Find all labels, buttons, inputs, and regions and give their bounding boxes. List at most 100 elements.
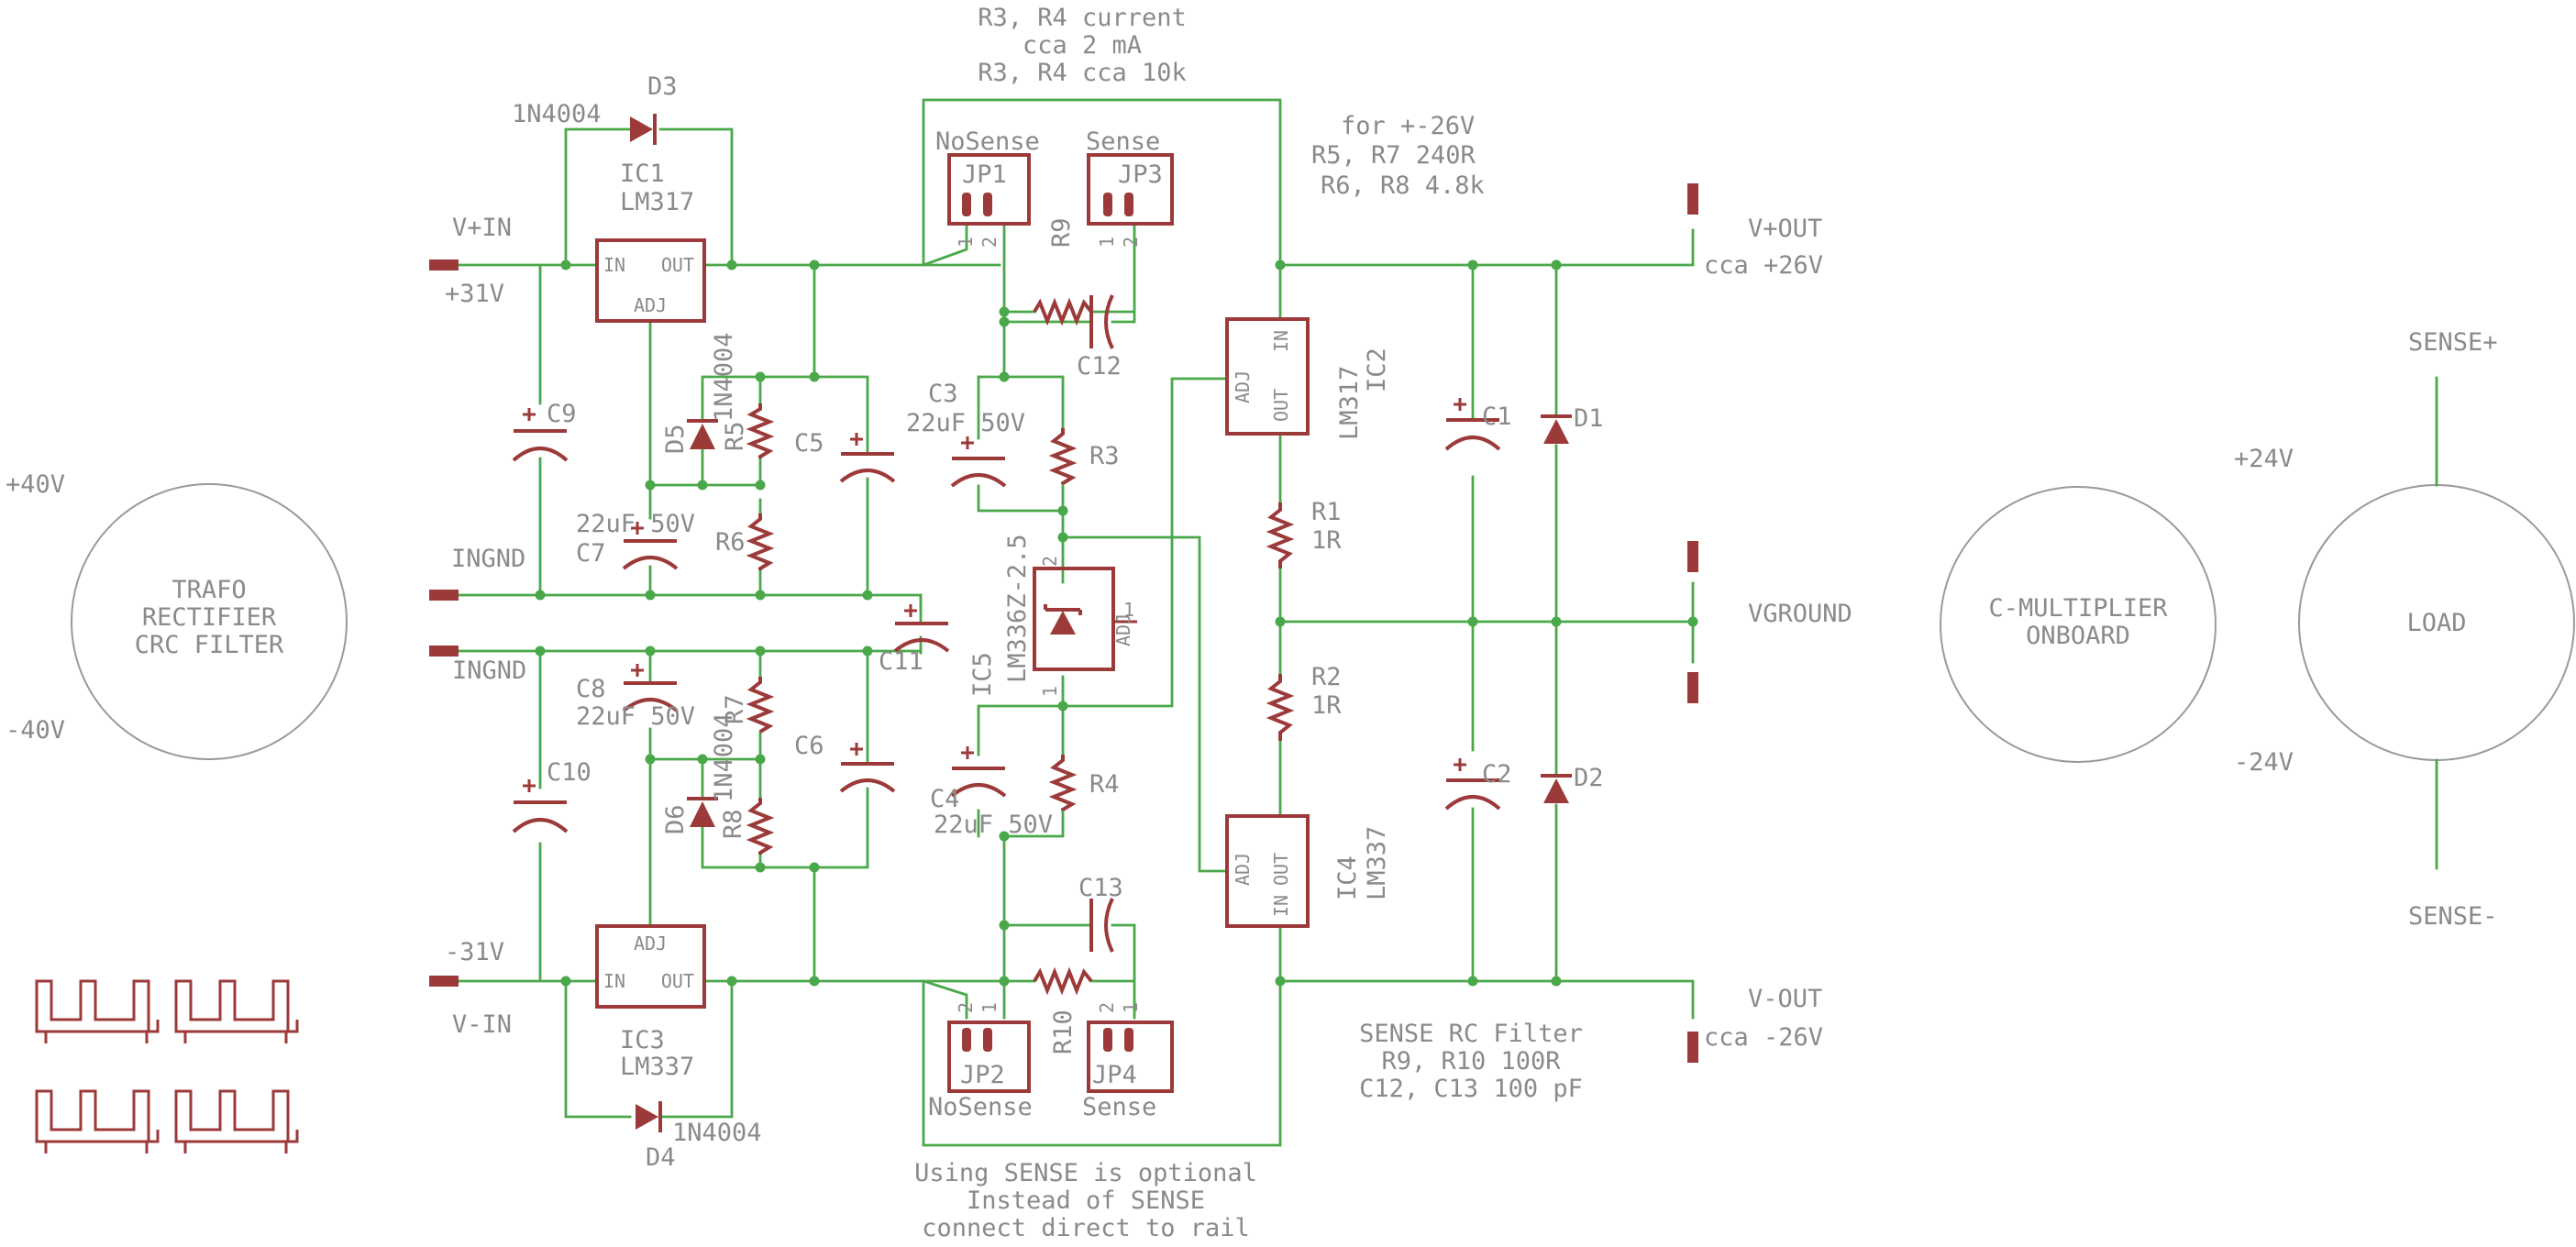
c12-capacitor: C12 (1077, 294, 1122, 381)
net-ingnd1: INGND (451, 545, 525, 573)
svg-text:D2: D2 (1574, 764, 1604, 792)
note-top: R3, R4 current cca 2 mA R3, R4 cca 10k (978, 4, 1187, 87)
net-vground: VGROUND (1748, 600, 1852, 628)
heatsink-icon (174, 1089, 299, 1153)
d4-diode: D4 1N4004 (636, 1101, 762, 1172)
r2-resistor: R2 1R (1266, 663, 1342, 741)
ic2-regulator: ADJ OUT IN LM317 IC2 (1225, 317, 1391, 440)
r10-resistor: R10 (1033, 966, 1093, 1054)
label-sense-plus: SENSE+ (2408, 328, 2498, 357)
svg-text:JP2: JP2 (960, 1061, 1005, 1089)
svg-text:22uF 50V: 22uF 50V (906, 409, 1025, 437)
note-sense-optional-line3: connect direct to rail (922, 1214, 1250, 1242)
svg-text:R6: R6 (715, 528, 746, 557)
svg-text:22uF 50V: 22uF 50V (576, 510, 695, 538)
net-minus31: -31V (445, 938, 504, 966)
svg-text:1: 1 (978, 1002, 1001, 1013)
svg-text:IC4: IC4 (1333, 855, 1362, 900)
c13-capacitor: C13 (1078, 874, 1123, 953)
svg-text:IN: IN (1270, 895, 1292, 917)
svg-text:OUT: OUT (661, 970, 694, 992)
svg-text:R10: R10 (1049, 1010, 1078, 1054)
pad-vground2 (1687, 672, 1698, 703)
r3-resistor: R3 (1048, 428, 1120, 485)
svg-text:R1: R1 (1311, 498, 1342, 526)
c6-capacitor: C6 (794, 732, 896, 793)
note-26v-line3: R6, R8 4.8k (1321, 171, 1485, 200)
cmultiplier-block: C-MULTIPLIER ONBOARD (1940, 486, 2217, 763)
svg-text:LM336Z-2.5: LM336Z-2.5 (1003, 534, 1032, 683)
ic1-regulator: IN OUT ADJ IC1 LM317 (595, 160, 706, 323)
svg-text:2: 2 (978, 237, 1001, 248)
svg-text:2: 2 (955, 1002, 977, 1013)
r8-resistor: R8 (719, 798, 775, 855)
svg-text:Sense: Sense (1086, 127, 1160, 156)
svg-text:C10: C10 (547, 758, 591, 787)
svg-text:ADJ: ADJ (1112, 613, 1134, 646)
note-top-line2: cca 2 mA (1023, 31, 1142, 60)
svg-text:IN: IN (1270, 330, 1292, 352)
svg-text:ADJ: ADJ (634, 294, 667, 316)
svg-text:1N4004: 1N4004 (672, 1119, 762, 1147)
jp4-jumper[interactable]: JP4 Sense 2 1 (1082, 1002, 1174, 1121)
jp1-jumper[interactable]: JP1 NoSense 1 2 (935, 127, 1040, 248)
c3-capacitor: C3 22uF 50V (906, 380, 1025, 488)
svg-text:R5: R5 (721, 421, 749, 451)
r5-resistor: R5 (721, 403, 775, 458)
svg-text:D1: D1 (1574, 404, 1604, 433)
note-sense-filter-line3: C12, C13 100 pF (1359, 1075, 1583, 1103)
svg-text:D6: D6 (661, 804, 690, 834)
svg-text:D3: D3 (647, 72, 678, 101)
svg-text:ADJ: ADJ (634, 932, 667, 955)
junctions (535, 259, 1698, 987)
svg-text:R7: R7 (721, 694, 749, 724)
svg-text:R3: R3 (1089, 442, 1120, 470)
svg-text:R4: R4 (1089, 770, 1120, 799)
svg-text:D4: D4 (646, 1143, 676, 1172)
svg-text:C8: C8 (576, 675, 606, 703)
trafo-line2: RECTIFIER (142, 603, 277, 632)
ic1-label: IC1 (620, 160, 665, 188)
svg-text:1: 1 (1096, 237, 1118, 248)
label-plus40: +40V (6, 470, 65, 499)
wiring (457, 98, 1695, 1147)
note-sense-optional: Using SENSE is optional Instead of SENSE… (914, 1159, 1257, 1242)
svg-text:ADJ: ADJ (1232, 370, 1254, 403)
svg-text:R9: R9 (1047, 217, 1076, 248)
svg-text:1N4004: 1N4004 (512, 100, 602, 128)
r9-resistor: R9 (1033, 217, 1093, 326)
load-label: LOAD (2406, 609, 2466, 637)
svg-text:IN: IN (603, 254, 625, 276)
svg-text:2: 2 (1096, 1002, 1118, 1013)
pad-vmin (429, 976, 459, 987)
label-plus24: +24V (2234, 445, 2294, 473)
trafo-block: TRAFO RECTIFIER CRC FILTER (71, 483, 348, 760)
svg-text:JP4: JP4 (1092, 1061, 1137, 1089)
ic5-reference: ADJ 2 1 1 IC5 LM336Z-2.5 (968, 534, 1137, 697)
net-vmin: V-IN (452, 1010, 512, 1039)
svg-text:C11: C11 (879, 647, 923, 676)
note-sense-filter-line2: R9, R10 100R (1381, 1047, 1561, 1076)
svg-text:R2: R2 (1311, 663, 1342, 691)
trafo-circle (71, 483, 348, 760)
note-sense-filter: SENSE RC Filter R9, R10 100R C12, C13 10… (1359, 1020, 1583, 1103)
r4-resistor: R4 (1048, 755, 1120, 811)
jp3-jumper[interactable]: JP3 Sense 1 2 (1086, 127, 1174, 248)
pad-ingnd1 (429, 590, 459, 601)
svg-text:IC5: IC5 (968, 652, 997, 697)
label-minus40: -40V (6, 716, 65, 745)
note-26v: for +-26V R5, R7 240R R6, R8 4.8k (1311, 112, 1485, 200)
svg-text:1: 1 (1039, 686, 1061, 697)
svg-text:1R: 1R (1311, 526, 1342, 555)
r1-resistor: R1 1R (1266, 498, 1342, 568)
svg-text:C13: C13 (1078, 874, 1123, 902)
jp2-jumper[interactable]: JP2 NoSense 2 1 (928, 1002, 1033, 1121)
r6-resistor: R6 (715, 513, 775, 570)
r7-resistor: R7 (721, 677, 775, 734)
label-sense-minus: SENSE- (2408, 902, 2498, 931)
svg-text:IC2: IC2 (1363, 348, 1391, 392)
svg-text:1N4004: 1N4004 (710, 712, 738, 802)
note-26v-line2: R5, R7 240R (1311, 141, 1476, 170)
c11-capacitor: C11 (879, 604, 950, 676)
